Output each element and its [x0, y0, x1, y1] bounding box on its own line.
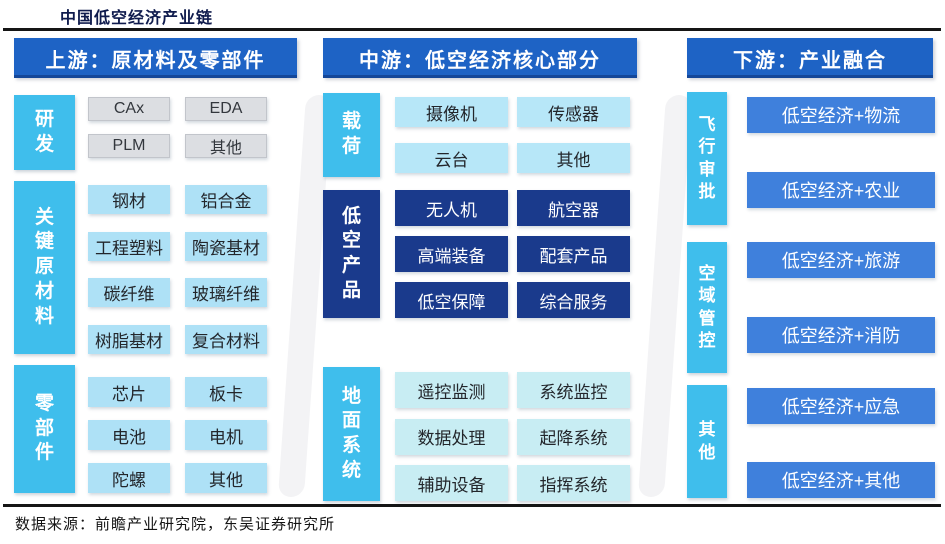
- page-title: 中国低空经济产业链: [60, 10, 214, 27]
- chain-item: 钢材: [88, 185, 170, 214]
- chain-item: 传感器: [517, 97, 630, 127]
- column-header-upstream: 上游：原材料及零部件: [14, 38, 297, 78]
- section-1-1: 低空产品 无人机航空器高端装备配套产品低空保障综合服务: [323, 190, 637, 318]
- chain-item: 低空保障: [395, 282, 508, 318]
- chain-item: 配套产品: [517, 236, 630, 272]
- midstream-sections: 载荷摄像机传感器云台其他低空产品无人机航空器高端装备配套产品低空保障综合服务地面…: [323, 93, 637, 501]
- section-label-text: 零部件: [34, 392, 54, 464]
- chain-item: 低空经济+应急: [747, 388, 935, 424]
- bottom-rule: [3, 504, 941, 507]
- chain-item: 遥控监测: [395, 372, 508, 408]
- section-0-1: 关键原材料 钢材铝合金工程塑料陶瓷基材碳纤维玻璃纤维树脂基材复合材料: [14, 181, 297, 354]
- section-label-text: 其他: [698, 420, 716, 462]
- chain-item: 铝合金: [185, 185, 267, 214]
- section-items: 遥控监测系统监控数据处理起降系统辅助设备指挥系统: [395, 367, 630, 501]
- section-label: 空域管控: [687, 242, 727, 373]
- chain-item: 辅助设备: [395, 465, 508, 501]
- chain-item: 摄像机: [395, 97, 508, 127]
- section-label-text: 载荷: [341, 111, 361, 157]
- section-label-text: 飞行审批: [698, 115, 716, 201]
- section-2-0: 飞行审批 低空经济+物流低空经济+农业: [687, 92, 935, 225]
- chain-item: 芯片: [88, 377, 170, 407]
- chain-item: 板卡: [185, 377, 267, 407]
- chain-item: 陀螺: [88, 463, 170, 493]
- chain-item: 低空经济+消防: [747, 317, 935, 353]
- section-1-0: 载荷摄像机传感器云台其他: [323, 93, 637, 177]
- section-0-0: 研发 CAx EDA PLM 其他: [14, 95, 297, 170]
- downstream-sections: 飞行审批低空经济+物流低空经济+农业空域管控低空经济+旅游低空经济+消防其他低空…: [687, 92, 935, 498]
- chain-item: 复合材料: [185, 324, 267, 354]
- column-header-downstream: 下游：产业融合: [687, 38, 933, 78]
- chain-item: 云台: [395, 143, 508, 173]
- section-items: 钢材铝合金工程塑料陶瓷基材碳纤维玻璃纤维树脂基材复合材料: [88, 181, 267, 354]
- section-0-2: 零部件 芯片板卡电池电机陀螺其他: [14, 365, 297, 493]
- section-label: 研发: [14, 95, 75, 170]
- section-label-text: 关键原材料: [34, 206, 54, 327]
- chain-item: 工程塑料: [88, 231, 170, 261]
- section-label-text: 地面系统: [341, 385, 361, 481]
- section-label-text: 空域管控: [698, 264, 716, 350]
- chain-item: CAx: [88, 97, 170, 121]
- section-label: 地面系统: [323, 367, 380, 501]
- chain-item: PLM: [88, 134, 170, 158]
- top-rule: [3, 28, 941, 31]
- section-label-text: 低空产品: [341, 205, 361, 301]
- section-items: 无人机航空器高端装备配套产品低空保障综合服务: [395, 190, 630, 318]
- column-downstream: 下游：产业融合 飞行审批低空经济+物流低空经济+农业空域管控低空经济+旅游低空经…: [687, 38, 935, 498]
- column-header-midstream: 中游：低空经济核心部分: [323, 38, 637, 78]
- section-label-text: 研发: [34, 108, 54, 155]
- chain-item: 高端装备: [395, 236, 508, 272]
- section-label: 飞行审批: [687, 92, 727, 225]
- chain-item: 电池: [88, 420, 170, 450]
- section-2-2: 其他低空经济+应急低空经济+其他: [687, 385, 935, 498]
- chain-item: 起降系统: [517, 418, 630, 455]
- chain-item: 其他: [185, 463, 267, 493]
- chain-item: 玻璃纤维: [185, 278, 267, 308]
- chain-item: 无人机: [395, 190, 508, 226]
- chain-item: 指挥系统: [517, 465, 630, 501]
- section-label: 低空产品: [323, 190, 380, 318]
- chain-item: EDA: [185, 97, 267, 121]
- chain-item: 低空经济+旅游: [747, 242, 935, 278]
- section-items: 低空经济+应急低空经济+其他: [747, 385, 935, 498]
- section-items: 低空经济+旅游低空经济+消防: [747, 242, 935, 373]
- source-note: 数据来源：前瞻产业研究院，东吴证券研究所: [15, 517, 336, 533]
- chain-item: 陶瓷基材: [185, 231, 267, 261]
- section-items: 芯片板卡电池电机陀螺其他: [88, 365, 267, 493]
- chain-item: 低空经济+其他: [747, 462, 935, 498]
- chevron-watermark: [637, 95, 693, 497]
- chain-item: 系统监控: [517, 372, 630, 408]
- section-label: 其他: [687, 385, 727, 498]
- chain-item: 数据处理: [395, 418, 508, 455]
- section-items: 低空经济+物流低空经济+农业: [747, 92, 935, 225]
- section-items: 摄像机传感器云台其他: [395, 93, 630, 177]
- column-midstream: 中游：低空经济核心部分 载荷摄像机传感器云台其他低空产品无人机航空器高端装备配套…: [323, 38, 637, 501]
- section-label: 零部件: [14, 365, 75, 493]
- section-items: CAx EDA PLM 其他: [88, 95, 267, 170]
- chain-item: 综合服务: [517, 282, 630, 318]
- section-label: 载荷: [323, 93, 380, 177]
- chain-item: 低空经济+农业: [747, 172, 935, 208]
- section-2-1: 空域管控 低空经济+旅游低空经济+消防: [687, 242, 935, 373]
- chain-item: 其他: [517, 143, 630, 173]
- chain-item: 电机: [185, 420, 267, 450]
- section-1-2: 地面系统 遥控监测系统监控数据处理起降系统辅助设备指挥系统: [323, 367, 637, 501]
- section-label: 关键原材料: [14, 181, 75, 354]
- chain-item: 碳纤维: [88, 278, 170, 308]
- chain-item: 航空器: [517, 190, 630, 226]
- chain-item: 树脂基材: [88, 324, 170, 354]
- chain-item: 其他: [185, 134, 267, 158]
- chain-item: 低空经济+物流: [747, 97, 935, 133]
